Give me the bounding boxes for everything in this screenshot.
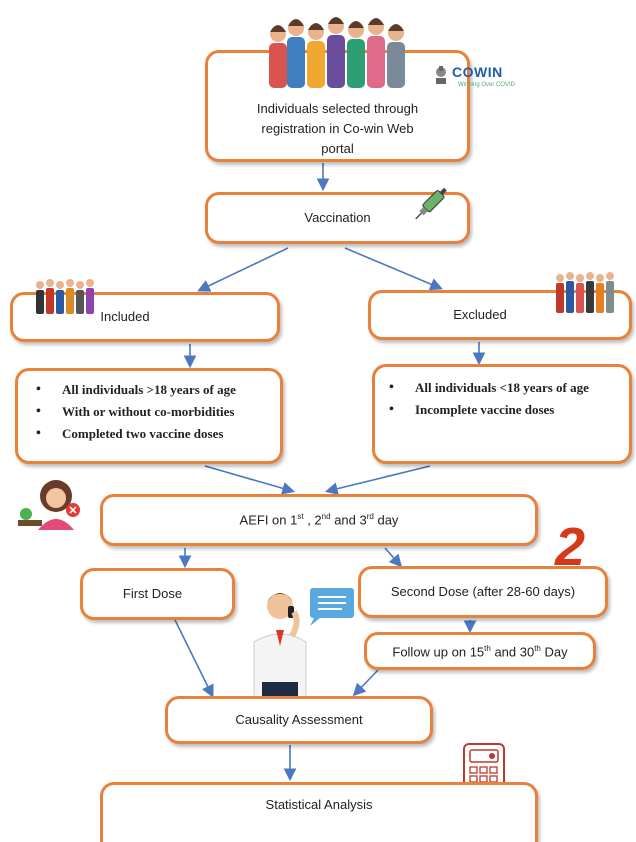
syringe-icon bbox=[415, 187, 447, 220]
second-dose-label: Second Dose (after 28-60 days) bbox=[390, 584, 576, 599]
aefi-text: , 2 bbox=[303, 512, 322, 528]
logo-subtitle: Winning Over COVID bbox=[458, 82, 516, 88]
included-box: Included bbox=[10, 292, 280, 342]
follow-up-label: Follow up on 15th and 30th Day bbox=[367, 644, 593, 659]
follow-up-box: Follow up on 15th and 30th Day bbox=[364, 632, 596, 670]
arrow-followup-causality bbox=[352, 669, 379, 697]
aefi-box: AEFI on 1st , 2nd and 3rd day bbox=[100, 494, 538, 546]
man-on-phone-icon bbox=[253, 588, 354, 698]
people-crowd-icon bbox=[269, 17, 405, 88]
first-dose-label: First Dose bbox=[122, 586, 183, 601]
causality-box: Causality Assessment bbox=[165, 696, 433, 744]
vaccination-label: Vaccination bbox=[304, 210, 371, 225]
emblem-icon bbox=[436, 66, 446, 84]
sick-person-icon bbox=[18, 480, 80, 530]
causality-label: Causality Assessment bbox=[235, 712, 363, 727]
included-criteria-list: All individuals >18 years of age With or… bbox=[18, 371, 280, 445]
first-dose-box: First Dose bbox=[80, 568, 235, 620]
arrow-vaccination-excluded bbox=[344, 247, 443, 291]
statistical-label: Statistical Analysis bbox=[265, 797, 373, 812]
arrow-first-causality bbox=[174, 619, 214, 698]
criteria-item: Completed two vaccine doses bbox=[36, 423, 280, 445]
follow-up-text: Day bbox=[540, 644, 568, 660]
people-crowd-icon bbox=[556, 272, 614, 313]
arrow-excluded-aefi bbox=[324, 465, 431, 495]
follow-up-sup: th bbox=[534, 644, 541, 653]
included-label: Included bbox=[100, 309, 150, 324]
aefi-label: AEFI on 1st , 2nd and 3rd day bbox=[103, 512, 535, 527]
logo-title: COWIN bbox=[452, 64, 503, 80]
vaccination-box: Vaccination bbox=[205, 192, 470, 244]
follow-up-text: Follow up on 15 bbox=[392, 644, 485, 660]
criteria-item: Incomplete vaccine doses bbox=[389, 399, 629, 421]
follow-up-sup: th bbox=[484, 644, 491, 653]
second-dose-box: Second Dose (after 28-60 days) bbox=[358, 566, 608, 618]
excluded-criteria-list: All individuals <18 years of age Incompl… bbox=[375, 367, 629, 421]
aefi-sup: rd bbox=[366, 512, 374, 521]
follow-up-text: and 30 bbox=[490, 644, 535, 660]
people-crowd-icon bbox=[36, 279, 94, 314]
registration-box: Individuals selected through registratio… bbox=[205, 50, 470, 162]
aefi-text: AEFI on 1 bbox=[239, 512, 298, 528]
registration-label: Individuals selected through registratio… bbox=[256, 101, 419, 156]
criteria-item: All individuals >18 years of age bbox=[36, 379, 280, 401]
aefi-sup: st bbox=[297, 512, 304, 521]
aefi-sup: nd bbox=[321, 512, 331, 521]
aefi-text: day bbox=[373, 512, 399, 528]
arrow-vaccination-included bbox=[197, 247, 289, 292]
aefi-text: and 3 bbox=[330, 512, 367, 528]
arrow-aefi-second bbox=[384, 547, 403, 568]
excluded-label: Excluded bbox=[453, 307, 507, 322]
arrow-included-aefi bbox=[204, 465, 296, 495]
included-criteria-box: All individuals >18 years of age With or… bbox=[15, 368, 283, 464]
statistical-box: Statistical Analysis bbox=[100, 782, 538, 842]
criteria-item: With or without co-morbidities bbox=[36, 401, 280, 423]
cowin-logo: COWIN Winning Over COVID bbox=[434, 62, 534, 92]
excluded-criteria-box: All individuals <18 years of age Incompl… bbox=[372, 364, 632, 464]
criteria-item: All individuals <18 years of age bbox=[389, 377, 629, 399]
